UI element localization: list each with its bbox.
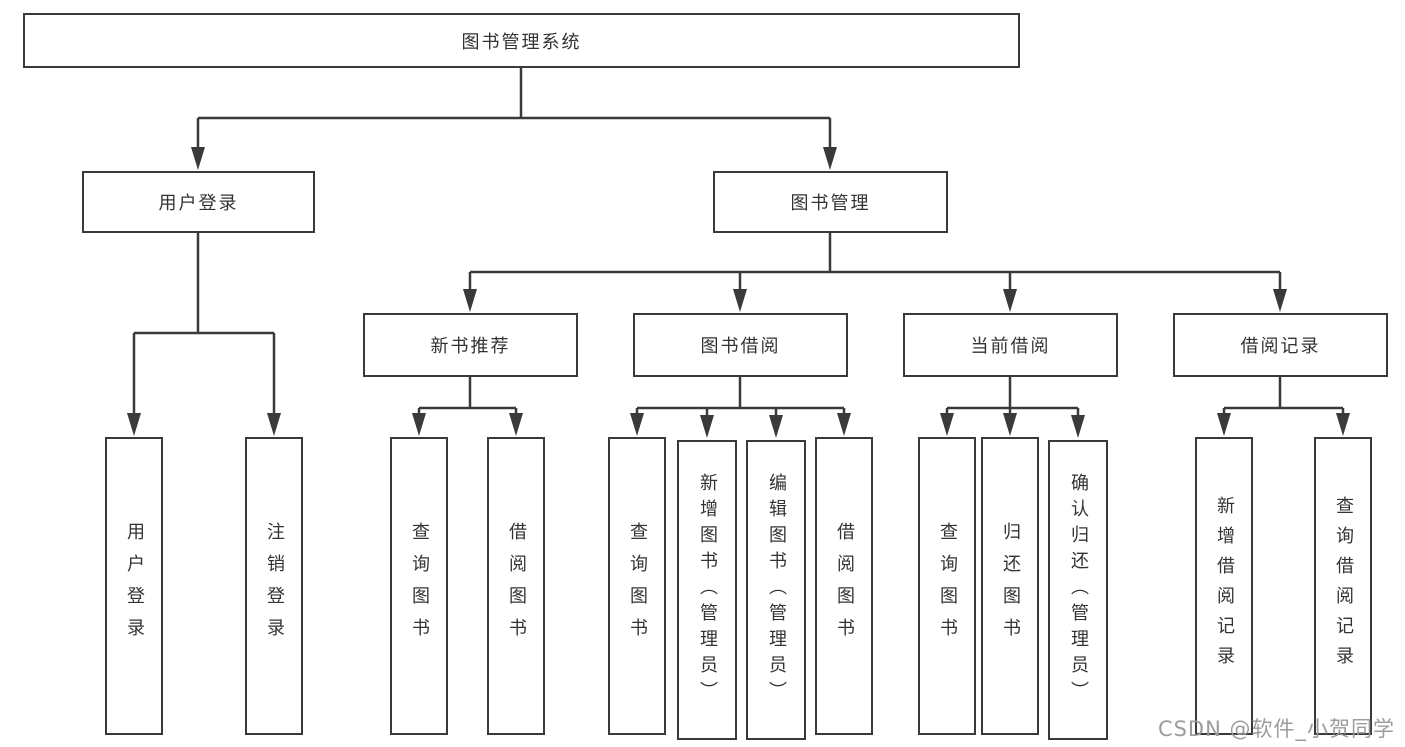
leaf-add-borrow-record: 新增借阅记录 [1195, 437, 1253, 735]
arrowhead-leaf-edit-book-admin [769, 415, 783, 438]
connector-borrow-record-to-leaves [1222, 377, 1345, 414]
leaf-query-borrow-record: 查询借阅记录 [1314, 437, 1372, 735]
arrowhead-leaf-query-book-2 [630, 413, 644, 436]
connector-new-book-recommend-to-leaves [417, 377, 518, 414]
leaf-confirm-return-admin: 确认归还（管理员） [1048, 440, 1108, 740]
leaf-return-book: 归还图书 [981, 437, 1039, 735]
node-root: 图书管理系统 [23, 13, 1020, 68]
arrowhead-book-management [823, 147, 837, 170]
csdn-watermark: CSDN @软件_小贺同学 [1157, 717, 1395, 741]
arrowhead-leaf-borrow-book-1 [509, 413, 523, 436]
leaf-user-login: 用户登录 [105, 437, 163, 735]
leaf-edit-book-admin: 编辑图书（管理员） [746, 440, 806, 740]
arrowhead-leaf-query-book-3 [940, 413, 954, 436]
arrowhead-user-login [191, 147, 205, 170]
leaf-borrow-book-1: 借阅图书 [487, 437, 545, 735]
leaf-logout: 注销登录 [245, 437, 303, 735]
connector-book-management-to-level3 [468, 233, 1282, 290]
node-book-management: 图书管理 [713, 171, 948, 233]
arrowhead-leaf-query-borrow-record [1336, 413, 1350, 436]
connector-user-login-to-leaves [132, 233, 276, 414]
connector-book-borrow-to-leaves [635, 377, 846, 416]
arrowhead-leaf-borrow-book-2 [837, 413, 851, 436]
arrowhead-leaf-confirm-return-admin [1071, 415, 1085, 438]
node-current-borrow: 当前借阅 [903, 313, 1118, 377]
arrowhead-borrow-record [1273, 289, 1287, 312]
leaf-query-book-2: 查询图书 [608, 437, 666, 735]
arrowhead-new-book-recommend [463, 289, 477, 312]
arrowhead-leaf-add-book-admin [700, 415, 714, 438]
leaf-borrow-book-2: 借阅图书 [815, 437, 873, 735]
arrowhead-leaf-query-book-1 [412, 413, 426, 436]
arrowhead-current-borrow [1003, 289, 1017, 312]
arrowhead-leaf-user-login [127, 413, 141, 436]
arrowhead-leaf-logout [267, 413, 281, 436]
leaf-query-book-1: 查询图书 [390, 437, 448, 735]
connector-current-borrow-to-leaves [945, 377, 1080, 416]
connector-root-to-level2 [196, 68, 832, 148]
node-user-login: 用户登录 [82, 171, 315, 233]
node-book-borrow: 图书借阅 [633, 313, 848, 377]
leaf-query-book-3: 查询图书 [918, 437, 976, 735]
node-borrow-record: 借阅记录 [1173, 313, 1388, 377]
leaf-add-book-admin: 新增图书（管理员） [677, 440, 737, 740]
arrowhead-leaf-add-borrow-record [1217, 413, 1231, 436]
arrowhead-book-borrow [733, 289, 747, 312]
node-new-book-recommend: 新书推荐 [363, 313, 578, 377]
arrowhead-leaf-return-book [1003, 413, 1017, 436]
